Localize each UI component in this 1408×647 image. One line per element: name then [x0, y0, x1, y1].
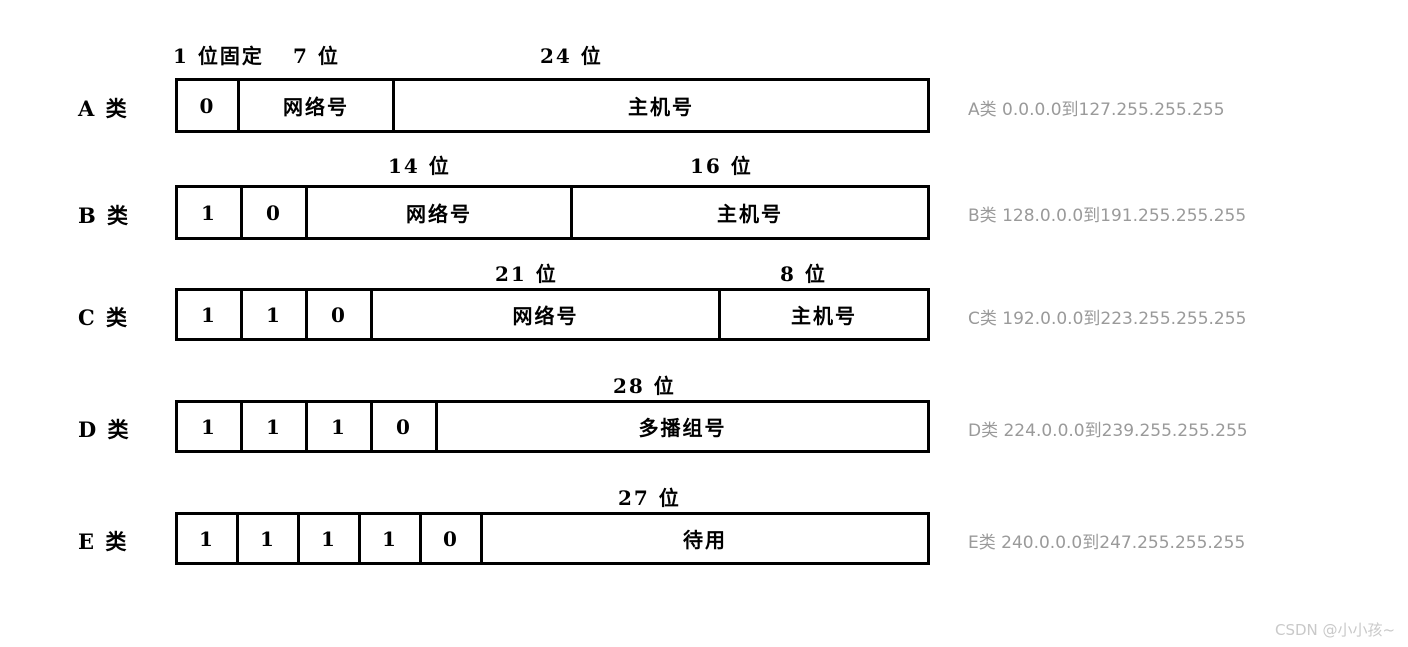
- host-field: 主机号: [717, 202, 783, 226]
- bit-cell: 1: [178, 515, 239, 562]
- bit-cell: 1: [243, 291, 308, 338]
- class-label: C 类: [78, 305, 130, 330]
- bit-cell: 0: [243, 188, 308, 237]
- bit-cell: 1: [243, 403, 308, 450]
- bit-field-box: 1 1 1 0 多播组号: [175, 400, 930, 453]
- bit-field-box: 1 0 网络号 主机号: [175, 185, 930, 240]
- address-range-note: E类 240.0.0.0到247.255.255.255: [968, 533, 1246, 553]
- bit-width-header: 1 位固定: [173, 44, 264, 68]
- bit-cell: 1: [178, 403, 243, 450]
- bit-cell: 1: [308, 403, 373, 450]
- multicast-group-field: 多播组号: [638, 416, 727, 440]
- class-label: B 类: [78, 203, 131, 228]
- bit-field-box: 0 网络号 主机号: [175, 78, 930, 133]
- bit-width-header: 8 位: [780, 262, 827, 286]
- reserved-field: 待用: [683, 528, 727, 552]
- address-range-note: C类 192.0.0.0到223.255.255.255: [968, 309, 1247, 329]
- bit-width-header: 28 位: [613, 374, 676, 398]
- bit-cell: 0: [178, 81, 240, 130]
- bit-cell: 1: [361, 515, 422, 562]
- address-range-note: D类 224.0.0.0到239.255.255.255: [968, 421, 1248, 441]
- bit-width-header: 24 位: [540, 44, 603, 68]
- class-label: D 类: [78, 417, 131, 442]
- address-range-note: B类 128.0.0.0到191.255.255.255: [968, 206, 1247, 226]
- network-field: 网络号: [373, 291, 721, 338]
- class-label: E 类: [78, 529, 129, 554]
- bit-field-box: 1 1 0 网络号 主机号: [175, 288, 930, 341]
- watermark: CSDN @小小孩~: [1275, 621, 1396, 639]
- class-label: A 类: [78, 96, 129, 121]
- bit-cell: 1: [300, 515, 361, 562]
- bit-cell: 1: [178, 291, 243, 338]
- network-field: 网络号: [308, 188, 573, 237]
- bit-cell: 1: [239, 515, 300, 562]
- bit-width-header: 21 位: [495, 262, 558, 286]
- bit-field-box: 1 1 1 1 0 待用: [175, 512, 930, 565]
- bit-width-header: 7 位: [293, 44, 340, 68]
- bit-width-header: 16 位: [690, 154, 753, 178]
- bit-width-header: 27 位: [618, 486, 681, 510]
- address-range-note: A类 0.0.0.0到127.255.255.255: [968, 100, 1225, 120]
- bit-cell: 0: [308, 291, 373, 338]
- host-field: 主机号: [628, 95, 694, 119]
- network-field: 网络号: [240, 81, 395, 130]
- bit-cell: 1: [178, 188, 243, 237]
- host-field: 主机号: [791, 304, 857, 328]
- bit-cell: 0: [373, 403, 438, 450]
- bit-cell: 0: [422, 515, 483, 562]
- bit-width-header: 14 位: [388, 154, 451, 178]
